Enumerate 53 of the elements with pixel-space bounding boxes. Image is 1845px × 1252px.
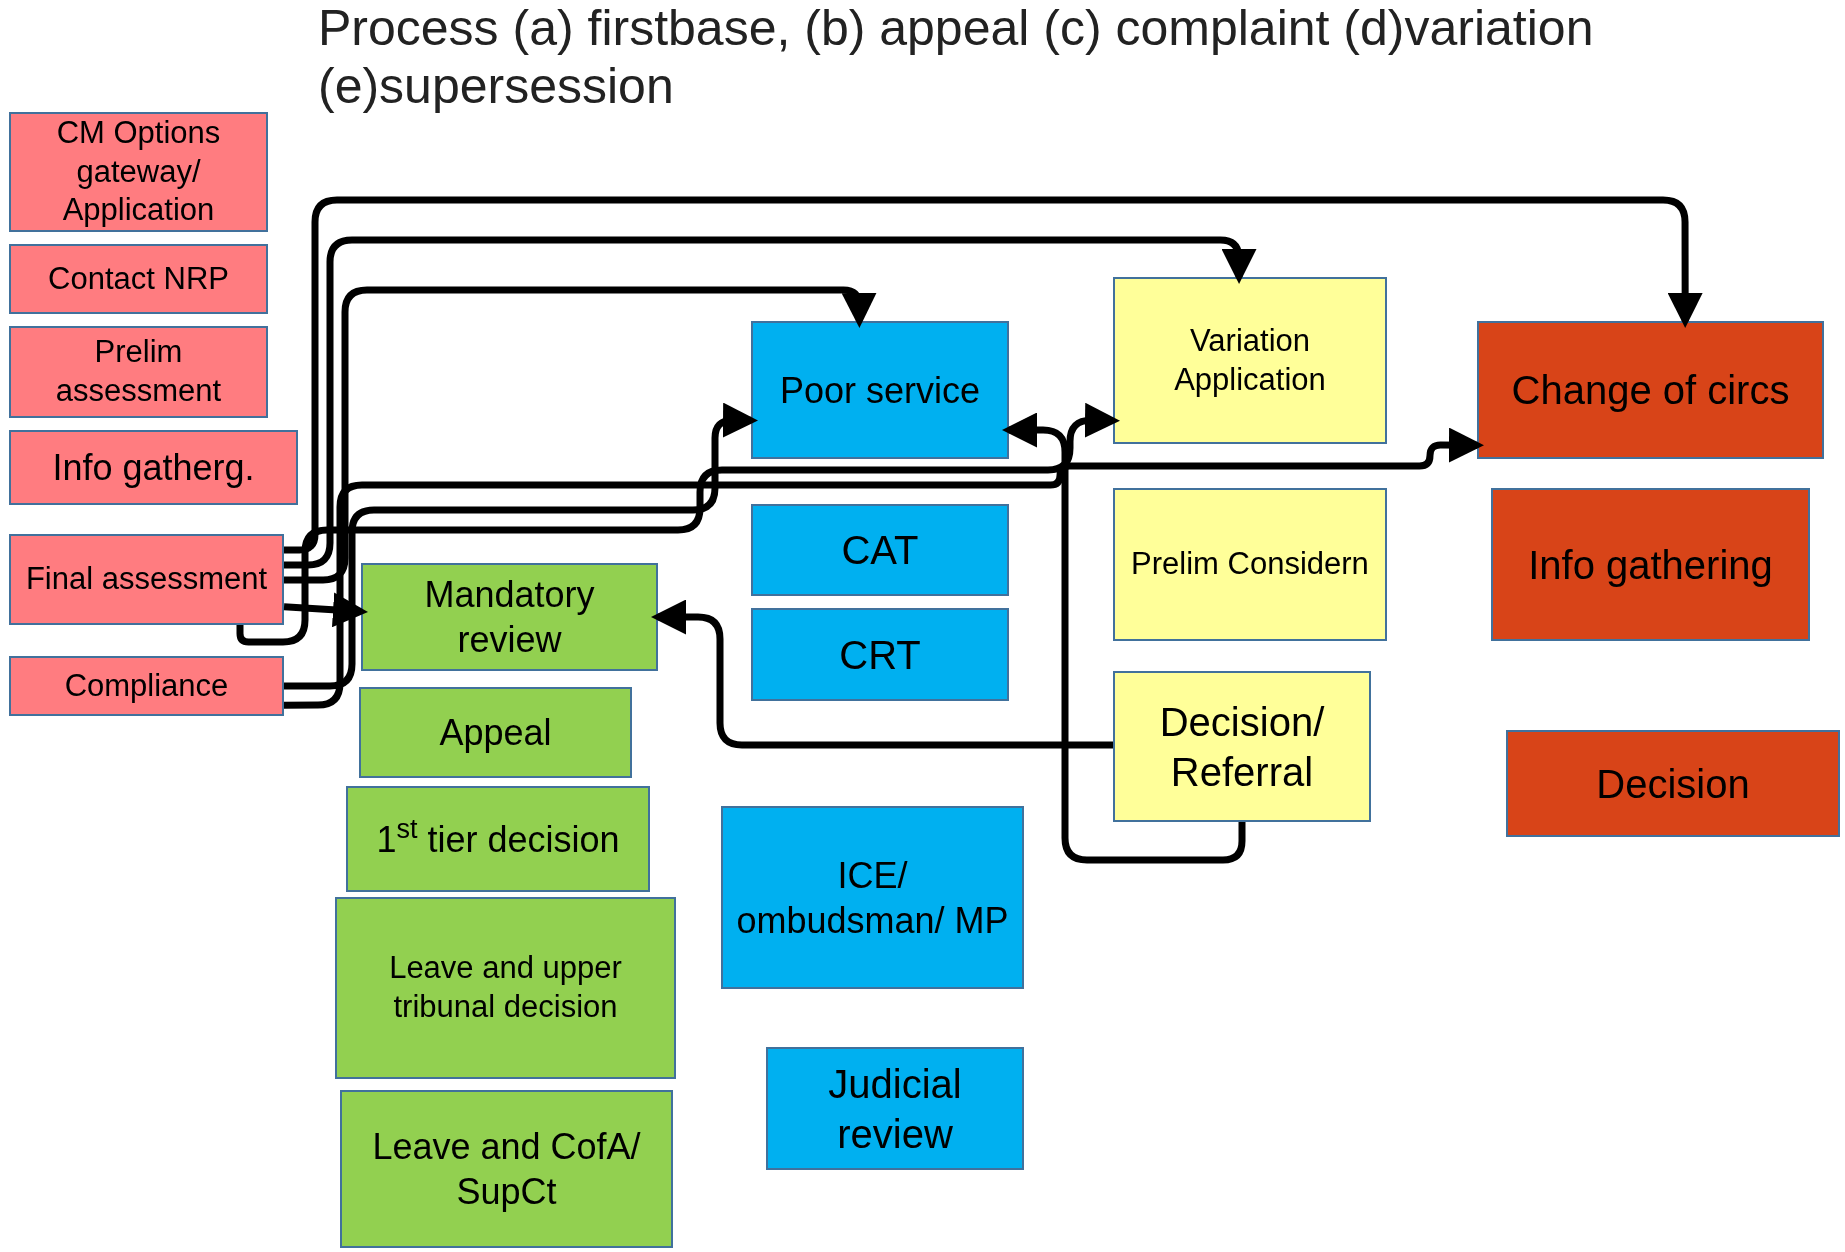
process-box	[9, 112, 268, 232]
box-label: Prelim assessment	[54, 333, 223, 410]
box-label: Info gathering	[1527, 541, 1774, 589]
arrow	[284, 286, 877, 584]
box-label: Mandatory review	[423, 573, 596, 662]
box-label: Leave and CofA/ SupCt	[371, 1125, 642, 1214]
process-box	[1113, 671, 1371, 822]
process-box	[9, 534, 284, 625]
box-label: CRT	[838, 631, 922, 679]
box-label: 1$^{st}$ tier decision	[375, 816, 621, 862]
box-label: Variation Application	[1173, 321, 1327, 399]
process-box	[1491, 488, 1810, 641]
arrow	[284, 427, 1484, 709]
process-box	[1113, 488, 1387, 641]
title: Process (a) firstbase, (b) appeal (c) complaint (d)variation (e)supersession	[318, 0, 1595, 115]
arrow	[283, 196, 1703, 554]
process-box	[9, 656, 284, 716]
box-label: Appeal	[438, 711, 553, 755]
process-box	[335, 897, 676, 1079]
process-box	[340, 1090, 673, 1248]
process-box	[9, 326, 268, 418]
box-label: Compliance	[63, 666, 230, 705]
box-label: Leave and upper tribunal decision	[388, 949, 623, 1026]
box-label: Contact NRP	[47, 259, 230, 298]
process-box	[9, 430, 298, 505]
box-label: Change of circs	[1510, 367, 1791, 414]
arrow	[651, 599, 1113, 749]
process-box	[751, 504, 1009, 596]
box-label: Decision	[1595, 760, 1751, 808]
box-label: Poor service	[778, 368, 982, 413]
process-box	[1113, 277, 1387, 444]
process-box	[751, 321, 1009, 459]
process-box	[1477, 321, 1824, 459]
process-box	[346, 786, 650, 892]
process-box	[9, 244, 268, 314]
box-label: Info gatherg.	[51, 446, 256, 490]
box-label: CAT	[840, 527, 920, 574]
process-box	[1506, 730, 1840, 837]
arrow	[284, 236, 1257, 569]
box-label: CM Options gateway/ Application	[55, 113, 222, 230]
box-label: Prelim Considern	[1130, 545, 1370, 584]
box-label: Decision/ Referral	[1158, 698, 1326, 796]
box-label: Final assessment	[24, 560, 269, 599]
process-box	[359, 687, 632, 778]
process-box	[721, 806, 1024, 989]
arrow	[236, 402, 1120, 646]
arrow	[284, 402, 758, 690]
process-box	[766, 1047, 1024, 1170]
box-label: Judicial review	[827, 1060, 963, 1158]
process-box	[361, 563, 658, 671]
box-label: ICE/ ombudsman/ MP	[735, 853, 1010, 943]
arrow	[283, 592, 368, 628]
process-box	[751, 608, 1009, 701]
